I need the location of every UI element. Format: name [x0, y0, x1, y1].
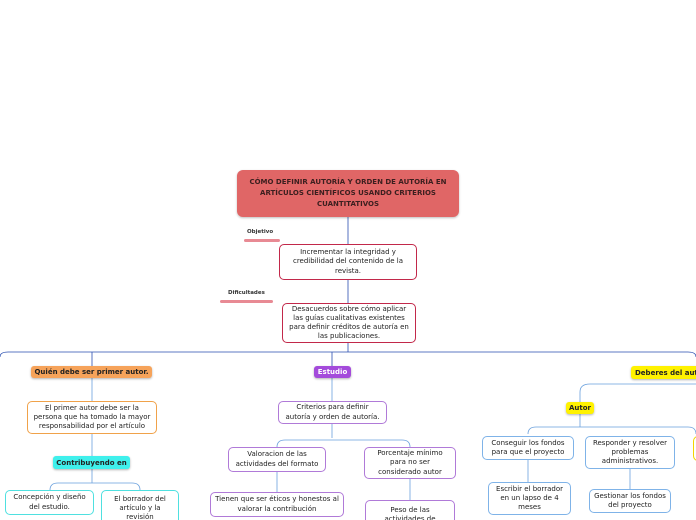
connector-main-bus: [0, 351, 696, 358]
autor-tag-text: Autor: [569, 404, 592, 412]
peso-node-text: Peso de las actividades de carácter inte…: [384, 506, 436, 520]
criterios-node-text: Criterios para definir autoría y orden d…: [285, 403, 380, 421]
connector-criterios-split: [276, 424, 411, 448]
objetivo-link-label[interactable]: Objetivo: [247, 229, 274, 235]
central-title[interactable]: CÓMO DEFINIR AUTORÍA Y ORDEN DE AUTORÍA …: [237, 170, 459, 217]
autor-tag[interactable]: Autor: [566, 402, 594, 414]
responder-node[interactable]: Responder y resolver problemas administr…: [585, 436, 675, 469]
estudio-tag-text: Estudio: [317, 368, 348, 376]
dificultades-link-label[interactable]: Dificultades: [228, 290, 265, 296]
eticos-node-text: Tienen que ser éticos y honestos al valo…: [215, 495, 339, 513]
gestionar-node[interactable]: Gestionar los fondos del proyecto: [589, 489, 671, 513]
connector-deberes-autor: [527, 414, 696, 435]
primer-autor-node-text: El primer autor debe ser la persona que …: [33, 403, 151, 431]
contribuyendo-tag[interactable]: Contribuyendo en: [53, 456, 130, 469]
gestionar-node-text: Gestionar los fondos del proyecto: [594, 491, 666, 509]
deberes-tag-text: Deberes del autor: [635, 368, 696, 377]
escribir-node-text: Escribir el borrador en un lapso de 4 me…: [496, 484, 563, 512]
primer-autor-tag[interactable]: Quién debe ser primer autor.: [31, 366, 152, 378]
estudio-tag[interactable]: Estudio: [314, 366, 351, 378]
concepcion-node-text: Concepción y diseño del estudio.: [13, 493, 86, 511]
dificultades-node[interactable]: Desacuerdos sobre cómo aplicar las guías…: [282, 303, 416, 343]
contribuyendo-tag-text: Contribuyendo en: [56, 458, 127, 467]
porcentaje-node-text: Porcentaje mínimo para no ser considerad…: [377, 449, 443, 476]
primer-autor-node[interactable]: El primer autor debe ser la persona que …: [27, 401, 157, 434]
peso-node[interactable]: Peso de las actividades de carácter inte…: [365, 500, 455, 520]
borrador-node[interactable]: El borrador del artículo y la revisión: [101, 490, 179, 520]
valoracion-node[interactable]: Valoracion de las actividades del format…: [228, 447, 326, 472]
objetivo-link-underline: [244, 239, 280, 242]
borrador-node-text: El borrador del artículo y la revisión: [114, 495, 166, 520]
conseguir-node[interactable]: Conseguir los fondos para que el proyect…: [482, 436, 574, 460]
valoracion-node-text: Valoracion de las actividades del format…: [235, 450, 319, 468]
conseguir-node-text: Conseguir los fondos para que el proyect…: [491, 438, 565, 456]
connector-contrib-items: [49, 469, 141, 491]
criterios-node[interactable]: Criterios para definir autoría y orden d…: [278, 401, 387, 424]
central-title-text: CÓMO DEFINIR AUTORÍA Y ORDEN DE AUTORÍA …: [249, 178, 447, 208]
objetivo-node[interactable]: Incrementar la integridad y credibilidad…: [279, 244, 417, 280]
concepcion-node[interactable]: Concepción y diseño del estudio.: [5, 490, 94, 515]
porcentaje-node[interactable]: Porcentaje mínimo para no ser considerad…: [364, 447, 456, 479]
escribir-node[interactable]: Escribir el borrador en un lapso de 4 me…: [488, 482, 571, 515]
deberes-tag[interactable]: Deberes del autor: [631, 366, 696, 379]
objetivo-node-text: Incrementar la integridad y credibilidad…: [292, 248, 404, 275]
responder-node-text: Responder y resolver problemas administr…: [592, 438, 668, 466]
dificultades-link-underline: [220, 300, 273, 303]
primer-autor-tag-text: Quién debe ser primer autor.: [34, 368, 149, 376]
eticos-node[interactable]: Tienen que ser éticos y honestos al valo…: [210, 492, 344, 517]
connector-deberes-top: [579, 383, 696, 402]
dificultades-node-text: Desacuerdos sobre cómo aplicar las guías…: [289, 304, 409, 341]
